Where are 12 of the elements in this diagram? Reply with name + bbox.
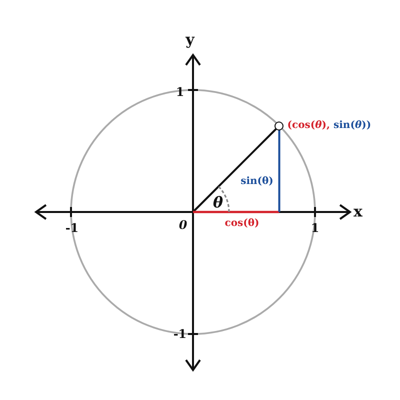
axis-label: x: [354, 204, 362, 220]
point-marker: [274, 121, 284, 130]
sine-label: sin(θ): [240, 177, 274, 187]
cosine-label: cos(θ): [224, 219, 260, 229]
coordinate-label: (cos(θ), sin(θ)): [287, 120, 372, 131]
origin-label: 0: [178, 219, 188, 231]
tick-label: -1: [65, 222, 79, 234]
tick-label: 1: [176, 86, 184, 98]
tick-label: 1: [310, 222, 320, 234]
angle-label: θ: [213, 196, 223, 210]
tick-label: -1: [173, 328, 187, 340]
axis-label: y: [186, 32, 194, 48]
